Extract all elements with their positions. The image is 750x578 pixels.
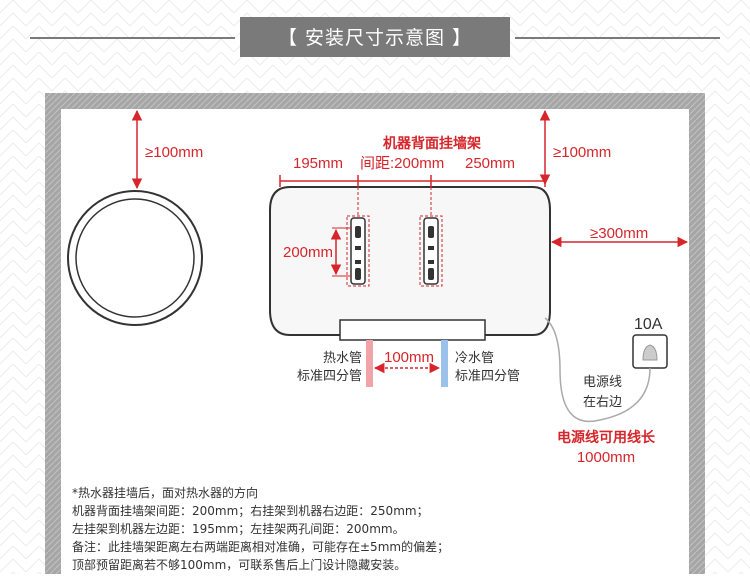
hot-pipe-label-1: 热水管 (323, 351, 362, 366)
cord-label-1: 电源线 (583, 375, 622, 390)
socket-icon (642, 344, 658, 361)
bracket-title-line1: 机器背面挂墙架 (383, 135, 481, 152)
left-edge-dimension-text: 195mm (293, 155, 343, 172)
right-side-dimension-text: ≥300mm (590, 225, 648, 242)
pipe-spacing-text: 100mm (384, 349, 434, 366)
hole-spacing-dimension: 200mm (283, 227, 352, 277)
socket-rating: 10A (634, 316, 663, 333)
note-line: 顶部预留距离若不够100mm，可联系售后上门设计隐藏安装。 (72, 557, 406, 572)
top-left-dimension-text: ≥100mm (145, 144, 203, 161)
pipes: 100mm 热水管 标准四分管 冷水管 标准四分管 (297, 340, 520, 387)
note-line: 备注：此挂墙架距离左右两端距离相对准确，可能存在±5mm的偏差； (72, 539, 449, 554)
heater-front-view (269, 186, 551, 341)
heater-side-view (67, 190, 203, 326)
cold-pipe-label-2: 标准四分管 (455, 369, 520, 384)
power-socket: 10A 电源线 在右边 电源线可用线长 1000mm (544, 316, 668, 466)
power-cord (544, 317, 651, 423)
right-bracket (419, 215, 443, 287)
cold-water-pipe (441, 340, 448, 387)
cord-length-label-2: 1000mm (577, 449, 635, 466)
installation-notes: *热水器挂墙后，面对热水器的方向 机器背面挂墙架间距：200mm；右挂架到机器右… (72, 485, 449, 572)
hot-water-pipe (366, 340, 373, 387)
wall-frame (45, 93, 705, 574)
page-title: 【 安装尺寸示意图 】 (278, 27, 472, 49)
cold-pipe-label-1: 冷水管 (455, 351, 494, 366)
note-line: 左挂架到机器左边距：195mm；左挂架两孔间距：200mm。 (72, 521, 405, 536)
hot-pipe-label-2: 标准四分管 (297, 369, 362, 384)
cord-length-label-1: 电源线可用线长 (557, 429, 656, 446)
bottom-panel (339, 319, 486, 341)
top-left-clearance: ≥100mm (131, 109, 203, 190)
note-line: 机器背面挂墙架间距：200mm；右挂架到机器右边距：250mm； (72, 503, 429, 518)
bracket-spacing-dimensions: 机器背面挂墙架 间距:200mm 195mm 250mm (279, 135, 546, 216)
note-line: *热水器挂墙后，面对热水器的方向 (72, 485, 258, 500)
top-right-dimension-text: ≥100mm (553, 144, 611, 161)
hole-spacing-text: 200mm (283, 244, 333, 261)
cord-label-2: 在右边 (583, 395, 622, 410)
bracket-title-line2: 间距:200mm (360, 155, 444, 172)
left-bracket (346, 215, 370, 287)
right-edge-dimension-text: 250mm (465, 155, 515, 172)
top-right-clearance: ≥100mm (539, 109, 611, 186)
title-bar: 【 安装尺寸示意图 】 (30, 17, 720, 57)
right-side-clearance: ≥300mm (550, 225, 689, 248)
